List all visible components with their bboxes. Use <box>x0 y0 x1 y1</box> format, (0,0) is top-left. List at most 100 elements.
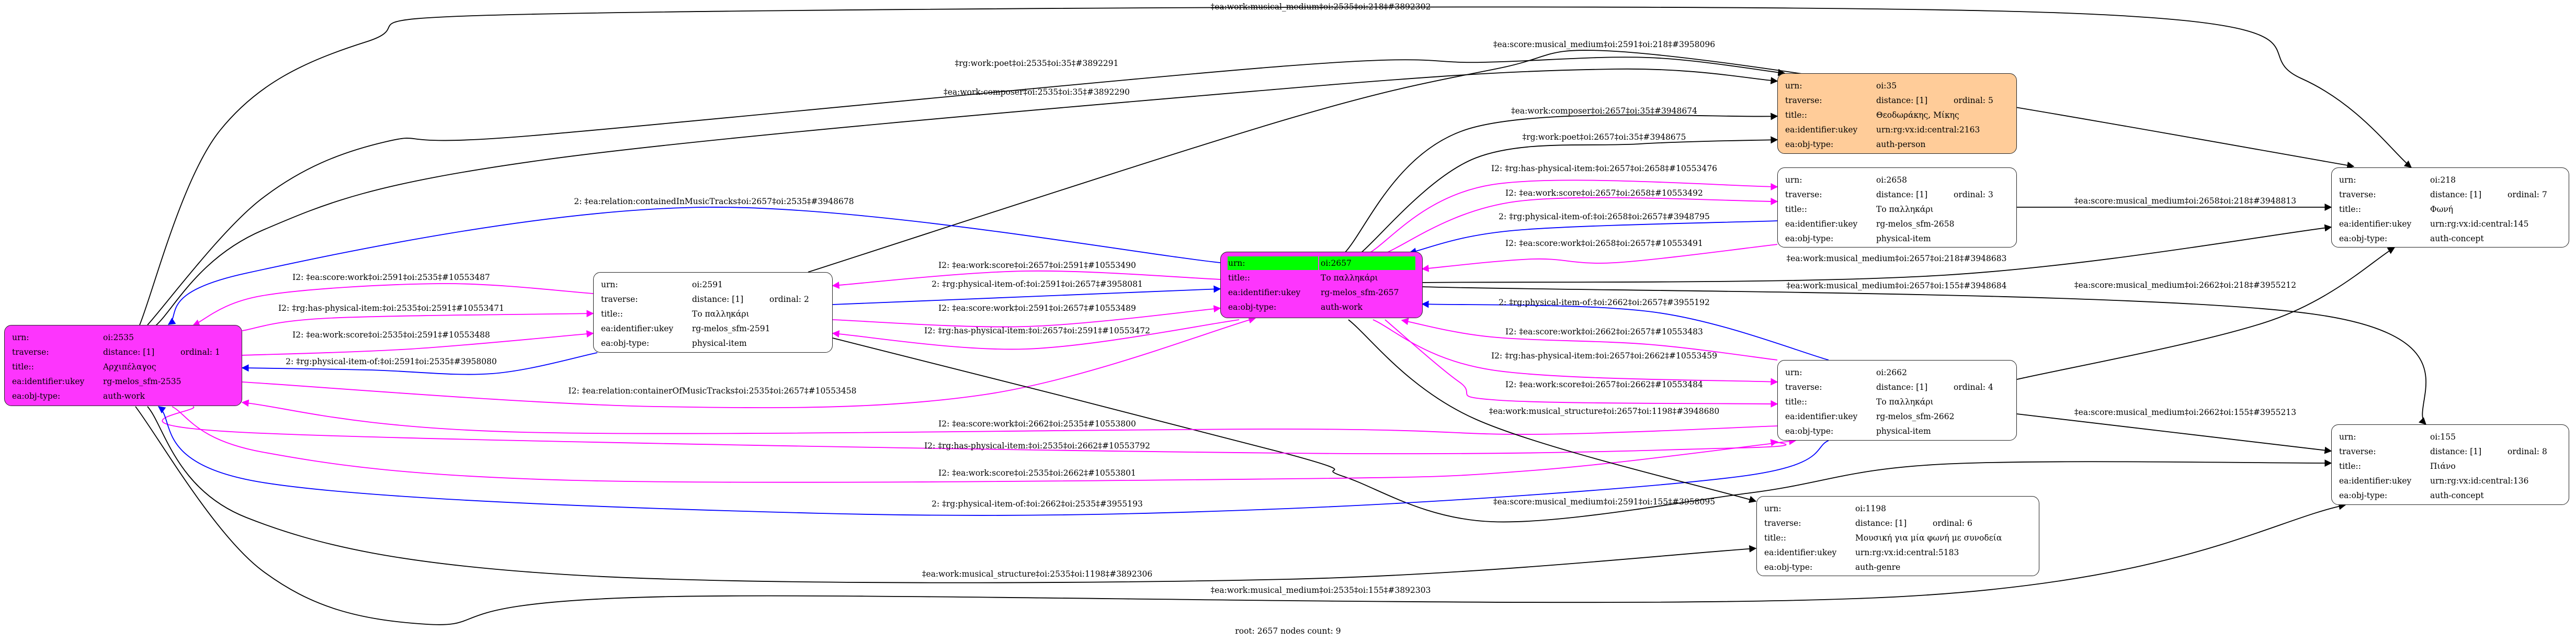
edge: ‡ea:work:musical_medium‡oi:2535‡oi:155‡#… <box>135 406 2346 625</box>
urn-value: oi:218 <box>2430 175 2456 185</box>
edge: ‡ea:work:composer‡oi:2657‡oi:35‡#3948674 <box>1344 106 1778 254</box>
field-label: title:: <box>601 309 623 319</box>
edge: I2: ‡ea:score:work‡oi:2658‡oi:2657‡#1055… <box>1421 239 1778 272</box>
node-row-objtype: ea:obj-type:auth-concept <box>2332 489 2569 502</box>
field-label: title:: <box>2339 462 2361 471</box>
field-label: urn: <box>1785 368 1802 377</box>
edge-label: ‡ea:score:musical_medium‡oi:2591‡oi:218‡… <box>1493 40 1715 49</box>
edge-line <box>2016 247 2396 380</box>
root-highlight <box>1228 256 1318 270</box>
edge-label: I2: ‡ea:work:score‡oi:2657‡oi:2658‡#1055… <box>1505 188 1703 198</box>
edge-line <box>832 319 1240 350</box>
field-label: ea:identifier:ukey <box>601 324 674 333</box>
distance-value: distance: [1] <box>1855 519 1907 528</box>
edge-line <box>832 270 1221 289</box>
urn-value: oi:1198 <box>1855 504 1886 513</box>
distance-value: distance: [1] <box>2430 190 2482 199</box>
urn-value: oi:2591 <box>692 280 723 289</box>
title-value: Μουσική για μία φωνή με συνοδεία <box>1855 533 2002 543</box>
field-label: title:: <box>2339 205 2361 214</box>
edge: I2: ‡rg:has-physical-item:‡oi:2657‡oi:26… <box>1368 164 1778 254</box>
edge: ‡ea:score:musical_medium‡oi:2591‡oi:155‡… <box>832 338 2332 523</box>
objtype-value: auth-concept <box>2430 234 2484 243</box>
edge: 2: ‡rg:physical-item-of:‡oi:2658‡oi:2657… <box>1409 212 1778 255</box>
node-row-title: title::Το παλληκάρι <box>1778 203 2016 216</box>
distance-value: distance: [1] <box>1876 190 1928 199</box>
node-row-urn: urn:oi:35 <box>1778 79 2016 93</box>
node-row-ukey: ea:identifier:ukey urn:rg:vx:id:central:2… <box>1778 123 2016 137</box>
ukey-value: rg-melos_sfm-2535 <box>103 377 181 386</box>
ordinal-value: ordinal: 3 <box>1954 190 1993 199</box>
edge-label: 2: ‡rg:physical-item-of:‡oi:2591‡oi:2535… <box>286 357 497 366</box>
field-label: ea:obj-type: <box>1228 302 1277 312</box>
edge-label: ‡ea:work:musical_medium‡oi:2657‡oi:218‡#… <box>1787 254 2007 263</box>
node-row-objtype: ea:obj-type:auth-work <box>1221 300 1422 314</box>
edge: I2: ‡ea:work:score‡oi:2535‡oi:2591‡#1055… <box>242 330 594 356</box>
field-label: title:: <box>1228 273 1250 283</box>
edge-label: I2: ‡rg:has-physical-item:‡oi:2535‡oi:25… <box>278 303 504 313</box>
edge-label: I2: ‡ea:score:work‡oi:2662‡oi:2657‡#1055… <box>1505 327 1703 336</box>
edge-line <box>162 406 1787 455</box>
edge: I2: ‡rg:has-physical-item:‡oi:2535‡oi:26… <box>162 406 1787 455</box>
edge: ‡ea:work:musical_medium‡oi:2535‡oi:218‡#… <box>139 2 2412 325</box>
field-label: urn: <box>1785 81 1802 91</box>
edge: 2: ‡rg:physical-item-of:‡oi:2662‡oi:2657… <box>1421 298 1829 361</box>
node-row-title: title::Το παλληκάρι <box>1221 271 1422 285</box>
edge: 2: ‡rg:physical-item-of:‡oi:2591‡oi:2657… <box>832 279 1221 305</box>
node-row-title: title::Φωνή <box>2332 203 2569 216</box>
objtype-value: auth-genre <box>1855 563 1901 572</box>
edge-line <box>1385 319 1778 408</box>
ukey-value: rg-melos_sfm-2658 <box>1876 219 1955 229</box>
node-row-traverse: traverse:distance: [1]ordinal: 1 <box>5 345 242 359</box>
urn-value: oi:2658 <box>1876 175 1907 185</box>
distance-value: distance: [1] <box>1876 383 1928 392</box>
field-label: traverse: <box>1764 519 1801 528</box>
field-label: urn: <box>1228 258 1245 268</box>
urn-value: oi:155 <box>2430 432 2456 442</box>
edge-label: I2: ‡rg:has-physical-item:‡oi:2657‡oi:25… <box>924 326 1150 335</box>
objtype-value: physical-item <box>1876 426 1931 436</box>
node-row-title: title::Θεοδωράκης, Μίκης <box>1778 108 2016 122</box>
edge-label: ‡rg:work:poet‡oi:2535‡oi:35‡#3892291 <box>955 59 1118 68</box>
node-row-title: title::Το παλληκάρι <box>1778 395 2016 409</box>
edge: ‡ea:score:musical_medium‡oi:2662‡oi:155‡… <box>2016 408 2332 454</box>
edge: 2: ‡rg:physical-item-of:‡oi:2662‡oi:2535… <box>157 406 1829 516</box>
edge-line <box>242 310 594 331</box>
edge-line <box>2016 413 2332 454</box>
edge-line <box>172 406 1797 483</box>
field-label: ea:identifier:ukey <box>1785 125 1858 134</box>
edge-label: ‡ea:score:musical_medium‡oi:2662‡oi:218‡… <box>2074 280 2296 290</box>
edge-label: ‡ea:work:composer‡oi:2657‡oi:35‡#3948674 <box>1511 106 1697 116</box>
field-label: title:: <box>1785 397 1807 407</box>
field-label: ea:obj-type: <box>12 391 61 401</box>
node-row-objtype: ea:obj-type:physical-item <box>594 336 832 350</box>
edge-label: ‡rg:work:poet‡oi:2657‡oi:35‡#3948675 <box>1522 132 1686 142</box>
edge-label: ‡ea:score:musical_medium‡oi:2662‡oi:155‡… <box>2074 408 2296 417</box>
ukey-value: urn:rg:vx:id:central:2163 <box>1876 125 1980 134</box>
ukey-value: urn:rg:vx:id:central:136 <box>2430 476 2529 486</box>
field-label: ea:obj-type: <box>2339 234 2388 243</box>
edge-label: ‡ea:work:musical_structure‡oi:2657‡oi:11… <box>1489 407 1719 416</box>
title-value: Το παλληκάρι <box>692 309 750 319</box>
edge: I2: ‡ea:score:work‡oi:2662‡oi:2535‡#1055… <box>241 399 1778 435</box>
edge-line <box>832 285 1221 305</box>
edge-line <box>832 305 1221 328</box>
field-label: title:: <box>1785 110 1807 120</box>
